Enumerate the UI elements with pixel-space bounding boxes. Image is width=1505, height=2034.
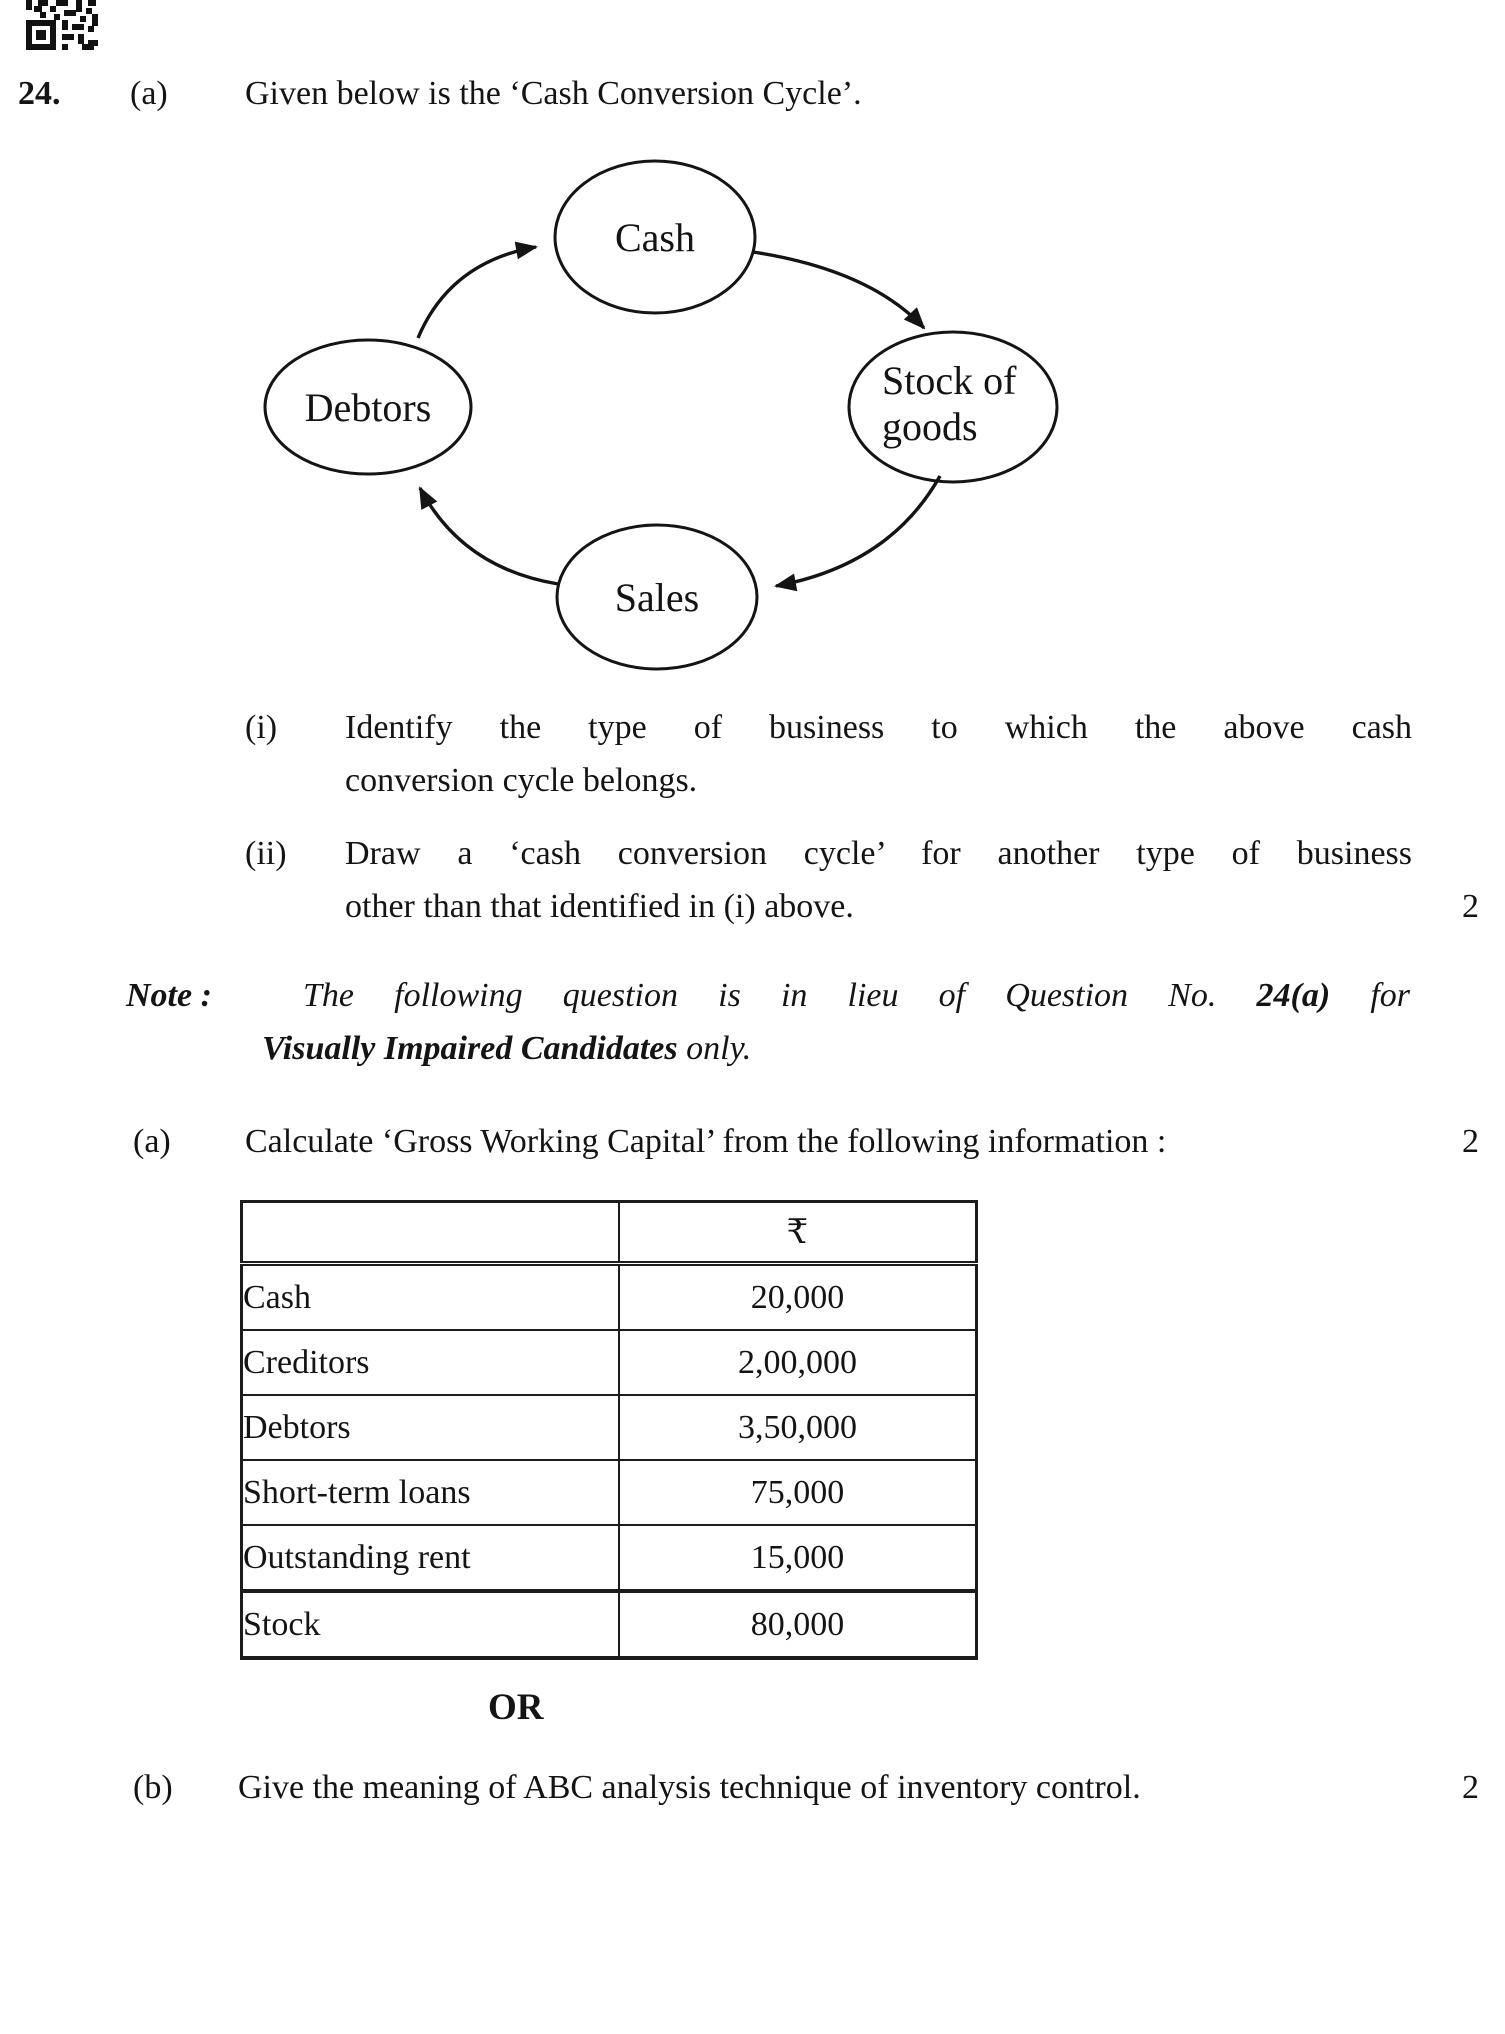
working-capital-table: ₹ Cash 20,000 Creditors 2,00,000 Debtors… — [240, 1200, 978, 1660]
part-b-text: Give the meaning of ABC analysis techniq… — [238, 1769, 1141, 1806]
node-sales-label: Sales — [615, 575, 699, 620]
sub-i-line2: conversion cycle belongs. — [345, 762, 698, 799]
node-cash — [553, 159, 757, 315]
note-line1-end: for — [1370, 977, 1411, 1014]
part-b-marks: 2 — [1462, 1769, 1479, 1806]
question-number: 24. — [18, 75, 61, 112]
arrow-cash-to-stock — [752, 250, 926, 330]
node-stock-label-line1: Stock of — [882, 358, 1017, 403]
note-label: Note : — [126, 977, 212, 1014]
alt-a-marks: 2 — [1462, 1123, 1479, 1160]
table-cell-amount: 80,000 — [618, 1590, 978, 1659]
table-row: Stock 80,000 — [240, 1590, 978, 1659]
note-line1: The following question is in lieu of Que… — [303, 970, 1410, 1021]
table-cell-amount: 2,00,000 — [618, 1329, 978, 1396]
alt-a-text: Calculate ‘Gross Working Capital’ from t… — [245, 1123, 1167, 1160]
sub-ii-line2: other than that identified in (i) above. — [345, 888, 854, 925]
table-row: Short-term loans 75,000 — [240, 1459, 978, 1526]
node-stock-label-line2: goods — [882, 404, 978, 449]
arrow-stock-to-sales — [774, 475, 942, 592]
node-debtors — [263, 338, 473, 476]
sub-i-line1: Identify the type of business to which t… — [345, 709, 1412, 746]
cash-conversion-cycle-diagram: Cash Stock of goods Sales Debtors — [263, 159, 1059, 671]
arrow-debtors-to-cash — [416, 241, 538, 339]
table-cell-item: Cash — [240, 1262, 620, 1331]
node-sales — [555, 523, 759, 671]
table-row: Outstanding rent 15,000 — [240, 1524, 978, 1593]
sub-i-label: (i) — [245, 709, 278, 746]
note-line2: Visually Impaired Candidates only. — [262, 1023, 751, 1074]
sub-ii-line1: Draw a ‘cash conversion cycle’ for anoth… — [345, 835, 1412, 872]
alt-a-label: (a) — [133, 1123, 171, 1160]
table-cell-item: Short-term loans — [240, 1459, 620, 1526]
note-line2-end: only. — [686, 1030, 752, 1067]
rupee-symbol: ₹ — [618, 1200, 978, 1266]
table-cell-amount: 3,50,000 — [618, 1394, 978, 1461]
table-cell-amount: 75,000 — [618, 1459, 978, 1526]
part-a-intro: Given below is the ‘Cash Conversion Cycl… — [245, 75, 862, 112]
arrow-sales-to-debtors — [418, 486, 559, 586]
note-line1-text: The following question is in lieu of Que… — [303, 977, 1217, 1014]
table-cell-item: Outstanding rent — [240, 1524, 620, 1593]
node-stock-of-goods — [847, 330, 1059, 484]
table-row: Debtors 3,50,000 — [240, 1394, 978, 1461]
qr-code-icon — [26, 0, 98, 50]
note-line1-ref: 24(a) — [1256, 977, 1331, 1014]
note-line2-bold: Visually Impaired Candidates — [262, 1030, 678, 1067]
node-cash-label: Cash — [615, 215, 695, 260]
working-capital-table-wrap: ₹ Cash 20,000 Creditors 2,00,000 Debtors… — [240, 1200, 978, 1660]
table-row: Cash 20,000 — [240, 1262, 978, 1331]
table-cell-amount: 15,000 — [618, 1524, 978, 1593]
sub-ii-marks: 2 — [1462, 888, 1479, 925]
table-cell-item: Stock — [240, 1590, 620, 1659]
part-b-label: (b) — [133, 1769, 173, 1806]
table-header-row: ₹ — [240, 1200, 978, 1266]
part-a-label: (a) — [130, 75, 168, 112]
table-cell-item: Creditors — [240, 1329, 620, 1396]
table-cell-amount: 20,000 — [618, 1262, 978, 1331]
table-row: Creditors 2,00,000 — [240, 1329, 978, 1396]
node-debtors-label: Debtors — [305, 385, 432, 430]
sub-ii-label: (ii) — [245, 835, 287, 872]
or-divider: OR — [488, 1687, 544, 1728]
table-cell-item: Debtors — [240, 1394, 620, 1461]
table-header-item-cell — [240, 1200, 620, 1266]
